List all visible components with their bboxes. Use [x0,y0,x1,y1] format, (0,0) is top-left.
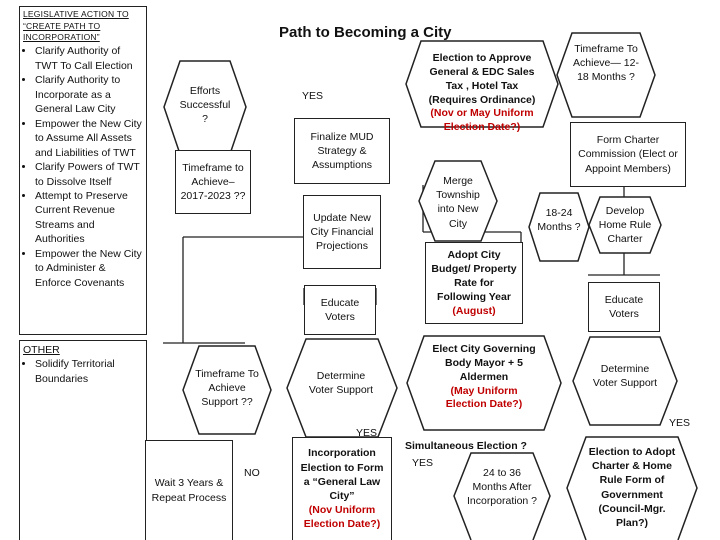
other-list: Solidify Territorial Boundaries [23,357,143,386]
timeframe-support-text: Timeframe To Achieve Support ?? [195,368,259,409]
yes-label-top: YES [302,90,324,102]
list-item: Empower the New City to Administer & Enf… [35,247,143,290]
list-item: Clarify Powers of TWT to Dissolve Itself [35,160,143,189]
sales-tax-text: Election to Approve General & EDC Sales … [428,52,536,106]
other-heading: OTHER [23,344,60,356]
incorporation-election-box: Incorporation Election to Form a “Genera… [292,437,392,540]
timeframe-12-18-text: Timeframe To Achieve— 12-18 Months ? [573,43,639,84]
timeframe-2017-2023-box: Timeframe to Achieve– 2017-2023 ?? [175,150,251,214]
elect-governing-body-shape [406,335,562,431]
months-after-incorporation-shape [453,452,551,540]
list-item: Clarify Authority to Incorporate as a Ge… [35,73,143,116]
elect-body-date-text: (May Uniform Election Date?) [445,384,523,411]
incorporation-date-text: (Nov Uniform Election Date?) [303,504,381,531]
legislative-action-panel: Legislative Action to “Create Path to In… [19,6,147,335]
determine-support-text-1: Determine Voter Support [308,370,374,397]
adopt-budget-box: Adopt City Budget/ Property Rate for Fol… [425,242,523,324]
determine-support-text-2: Determine Voter Support [592,363,658,390]
update-projections-box: Update New City Financial Projections [303,195,381,269]
list-item: Empower the New City to Assume All Asset… [35,117,143,160]
no-label: NO [244,467,260,479]
incorporation-text: Incorporation Election to Form a “Genera… [300,447,384,502]
months-after-incorporation-text: 24 to 36 Months After Incorporation ? [466,467,538,508]
wait-repeat-box: Wait 3 Years & Repeat Process [145,440,233,540]
educate-voters-box-2: Educate Voters [588,282,660,332]
adopt-charter-election-shape [566,436,698,540]
sales-tax-election-text: Election to Approve General & EDC Sales … [422,52,542,135]
elect-governing-body-text: Elect City Governing Body Mayor + 5 Alde… [430,343,538,412]
adopt-budget-date-text: (August) [452,305,496,318]
page-title: Path to Becoming a City [279,24,452,41]
simultaneous-election-label: Simultaneous Election ? [405,440,527,452]
merge-township-hexagon [418,160,498,242]
yes-label-charter: YES [669,417,691,429]
adopt-charter-election-text: Election to Adopt Charter & Home Rule Fo… [588,446,676,529]
yes-label-bottom: YES [356,427,378,439]
develop-charter-hexagon [588,196,662,254]
list-item: Attempt to Preserve Current Revenue Stre… [35,189,143,247]
educate-voters-box-1: Educate Voters [304,285,376,335]
timeframe-support-hexagon [182,345,272,435]
sales-tax-election-shape [405,40,559,128]
charter-commission-box: Form Charter Commission (Elect or Appoin… [570,122,686,187]
months-18-24-hexagon [528,192,590,262]
sales-tax-date-text: (Nov or May Uniform Election Date?) [430,107,534,134]
yes-label-simultaneous: YES [412,457,434,469]
merge-township-text: Merge Township into New City [436,175,480,230]
months-18-24-text: 18-24 Months ? [537,207,581,234]
legislative-heading: Legislative Action to “Create Path to In… [23,9,129,43]
finalize-mud-box: Finalize MUD Strategy & Assumptions [294,118,390,184]
efforts-text: Efforts Successful ? [179,85,231,126]
other-panel: OTHER Solidify Territorial Boundaries [19,340,147,540]
develop-charter-text: Develop Home Rule Charter [598,205,652,246]
determine-support-hexagon-2 [572,336,678,426]
list-item: Clarify Authority of TWT To Call Electio… [35,44,143,73]
legislative-list: Clarify Authority of TWT To Call Electio… [23,44,143,290]
adopt-budget-text: Adopt City Budget/ Property Rate for Fol… [431,248,517,304]
elect-body-text: Elect City Governing Body Mayor + 5 Alde… [432,343,536,383]
list-item: Solidify Territorial Boundaries [35,357,143,386]
timeframe-12-18-hexagon [556,32,656,118]
